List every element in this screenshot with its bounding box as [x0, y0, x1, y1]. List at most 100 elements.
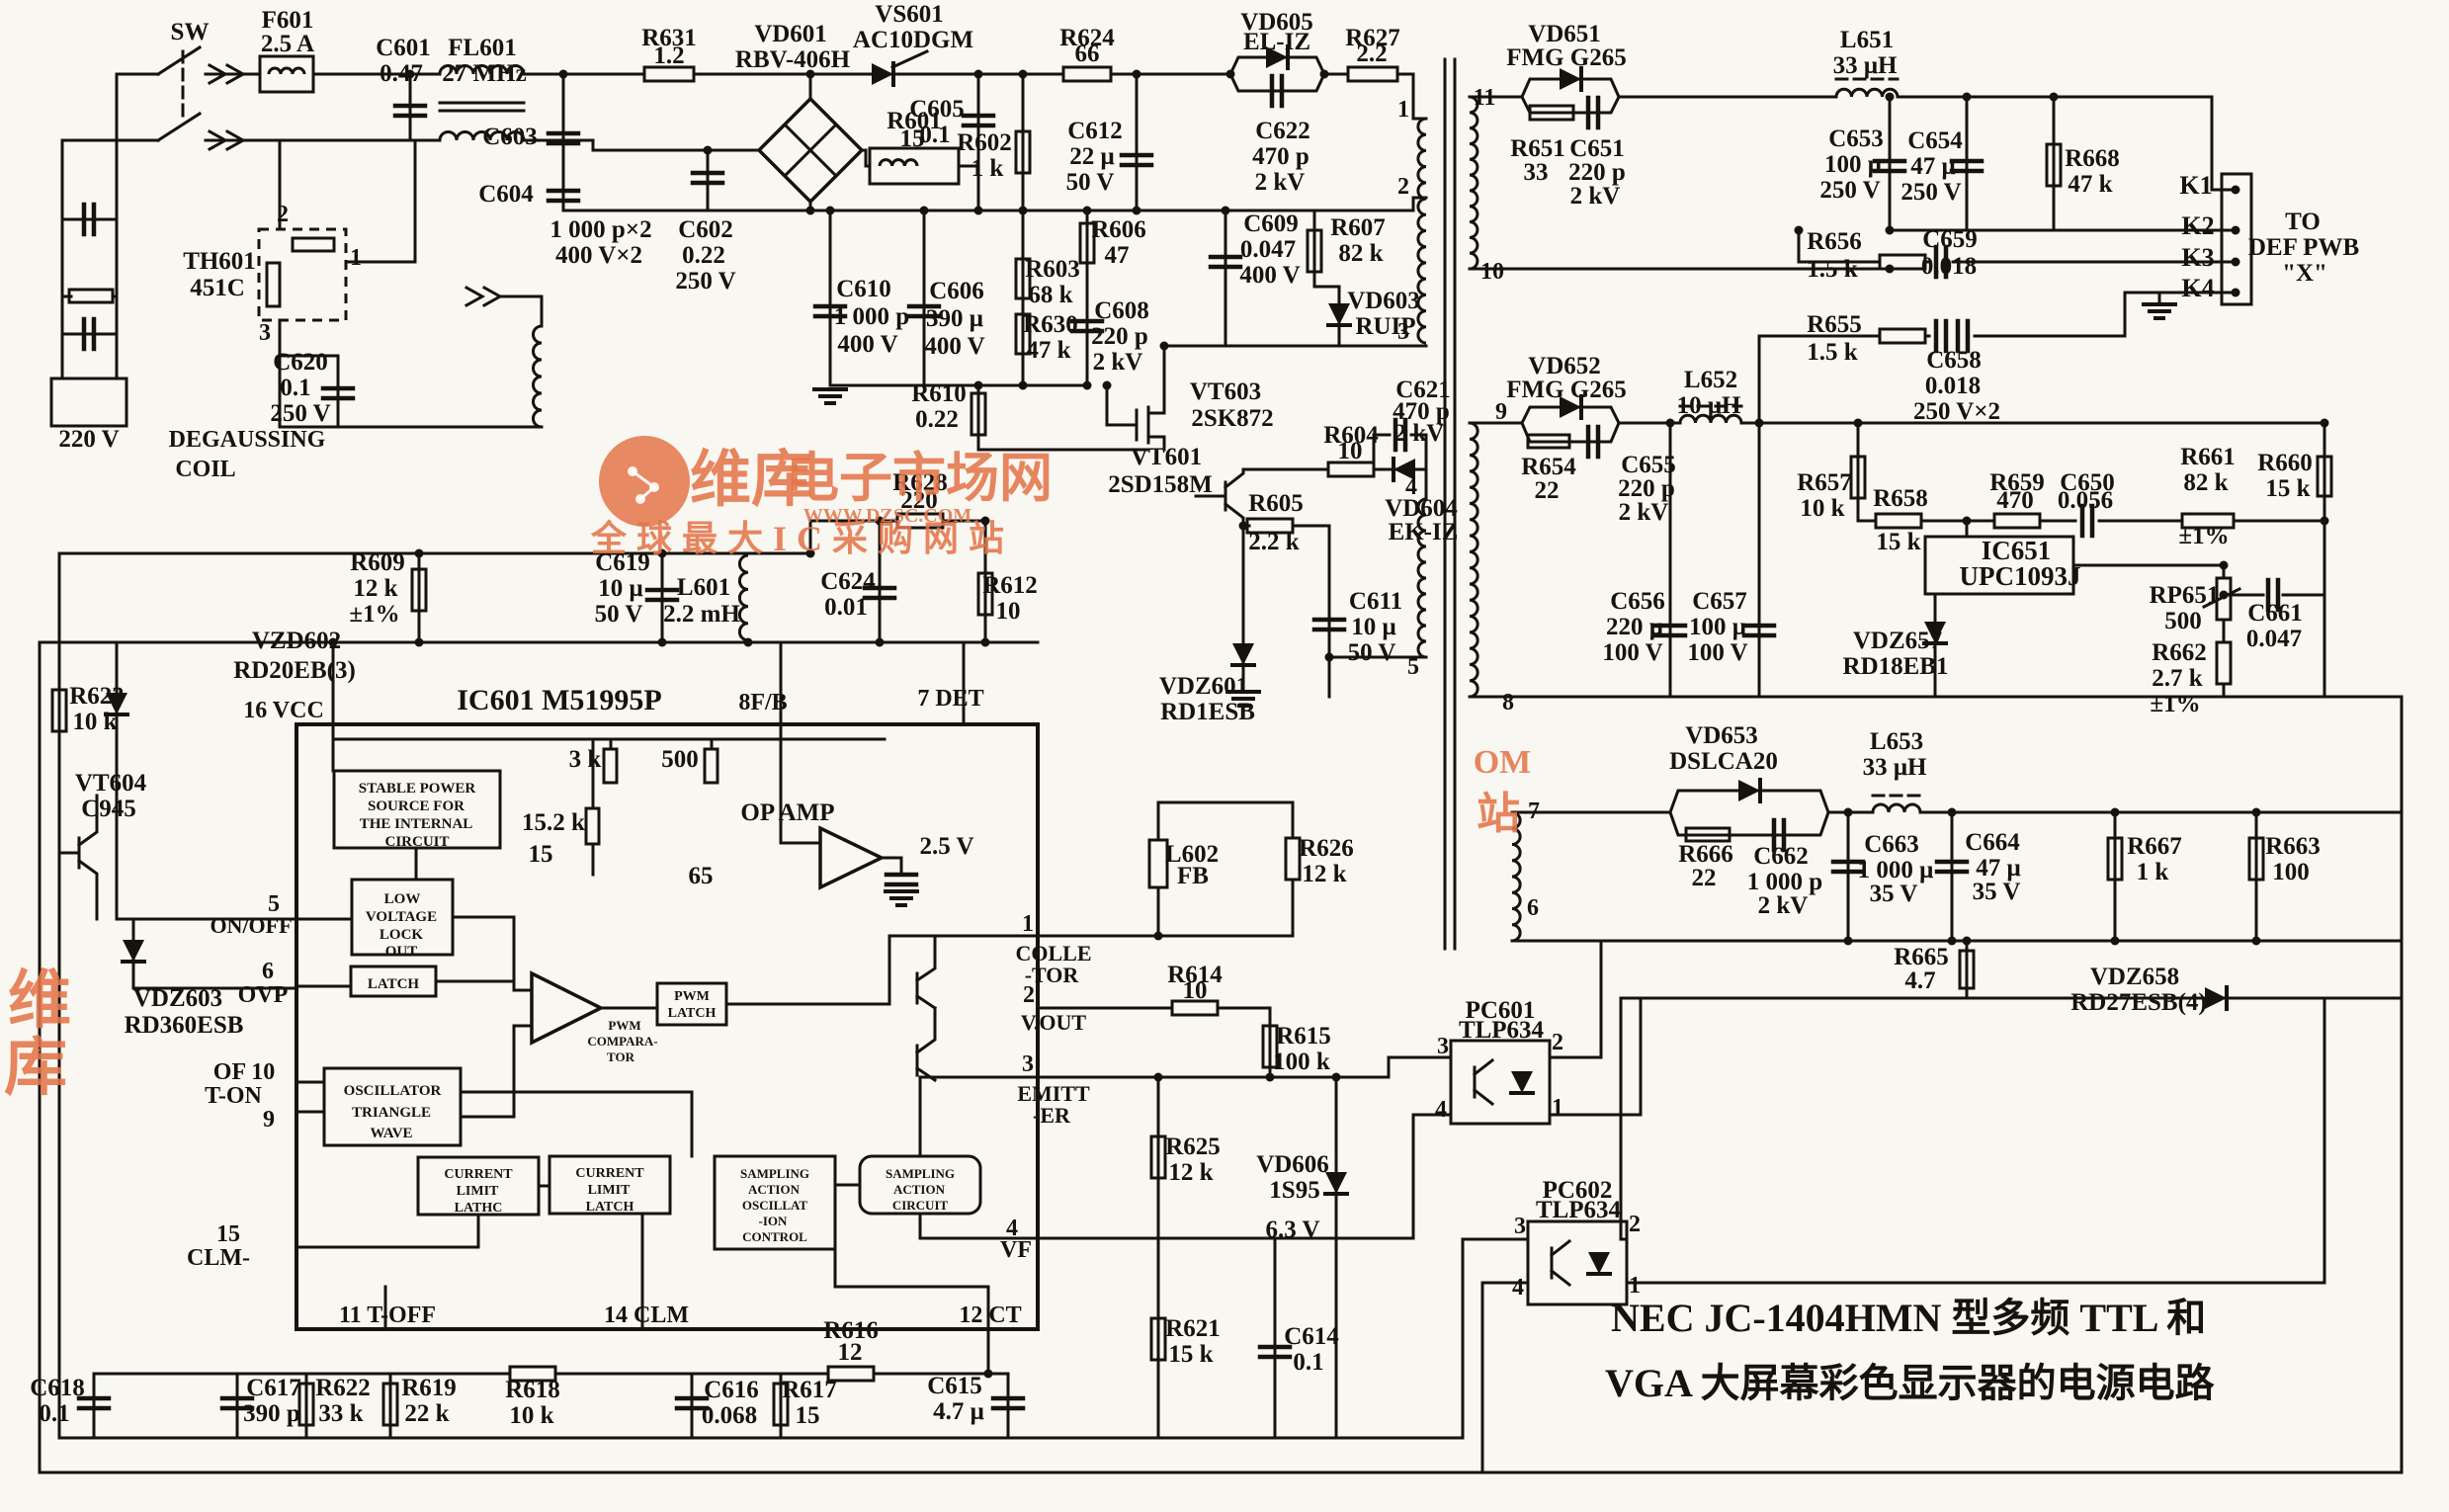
component-label: L602: [1165, 841, 1219, 868]
component-label: 15 k: [1168, 1341, 1213, 1368]
wire: [914, 934, 937, 983]
component-label: FL601: [448, 35, 516, 61]
wire: [76, 794, 99, 848]
wire: [1395, 72, 1428, 121]
component-label: 2 kV: [1394, 420, 1445, 447]
component-label: "X": [2282, 260, 2327, 287]
wire: [1668, 810, 1830, 837]
junction-dot: [1159, 341, 1169, 351]
component-label: 22 μ: [1069, 143, 1114, 170]
component-box: [1992, 512, 2042, 530]
component-label: C945: [81, 796, 136, 822]
component-label: THE INTERNAL: [360, 816, 473, 832]
component-label: K2: [2181, 211, 2214, 240]
junction-dot: [805, 548, 815, 558]
component-label: 0.056: [2058, 487, 2113, 514]
junction-dot: [703, 145, 713, 155]
component-label: CURRENT: [575, 1166, 644, 1181]
diode-icon: [1511, 1071, 1533, 1093]
component-box: [1078, 221, 1096, 265]
junction-dot: [1754, 418, 1764, 428]
component-box: [895, 512, 945, 530]
component-label: LATHC: [455, 1201, 503, 1216]
junction-dot: [980, 516, 990, 526]
watermark-text: 全球最大IC采购网站: [590, 518, 1014, 558]
component-label: TH601: [183, 248, 256, 275]
component-label: ACTION: [893, 1182, 946, 1197]
wire: [1105, 383, 1139, 427]
component-label: 4: [1512, 1275, 1524, 1301]
component-label: 10 μH: [1677, 392, 1741, 419]
component-box: [1149, 1316, 1167, 1362]
wire: [459, 1090, 694, 1158]
wire: [1146, 344, 1166, 415]
diode-icon: [106, 693, 127, 714]
component-box: [297, 1382, 315, 1427]
component-label: C603: [482, 124, 538, 150]
component-label: 10 k: [509, 1402, 553, 1429]
component-label: EMITT: [1017, 1081, 1090, 1106]
junction-dot: [657, 548, 667, 558]
diode-icon: [1924, 622, 1946, 643]
component-box: [349, 965, 438, 998]
component-label: 0.068: [702, 1402, 757, 1429]
component-box: [1526, 433, 1571, 450]
component-label: SAMPLING: [886, 1166, 955, 1181]
component-label: 33 μH: [1833, 52, 1898, 79]
component-box: [416, 1155, 541, 1217]
component-label: 250 V: [675, 268, 735, 294]
component-label: C605: [909, 96, 965, 123]
component-label: C611: [1349, 588, 1402, 615]
component-label: C610: [836, 276, 891, 302]
symbol-outline: [756, 96, 865, 205]
component-box: [1306, 228, 1323, 274]
component-label: STABLE POWER: [359, 781, 476, 797]
component-label: 22 k: [404, 1400, 449, 1427]
component-label: FB: [1177, 863, 1209, 889]
component-label: 50 V: [1348, 639, 1396, 666]
junction-dot: [2110, 936, 2120, 946]
component-label: 2.2: [1356, 41, 1387, 67]
junction-dot: [1947, 936, 1957, 946]
component-label: FMG G265: [1506, 44, 1627, 71]
component-label: 3: [259, 320, 271, 346]
component-box: [265, 261, 282, 308]
component-label: R656: [1807, 228, 1862, 255]
component-label: 1: [350, 245, 362, 271]
wire: [497, 294, 544, 328]
component-label: 100 μ: [1824, 151, 1882, 178]
component-label: PWM: [608, 1018, 640, 1033]
component-label: C661: [2247, 600, 2303, 627]
symbol-outline: [818, 825, 887, 890]
component-label: 250 V: [1900, 179, 1961, 206]
component-label: LATCH: [368, 976, 420, 992]
component-label: 22: [1692, 865, 1717, 891]
component-label: 1 000 μ: [1858, 857, 1934, 883]
junction-dot: [1962, 516, 1972, 526]
junction-dot: [983, 1369, 993, 1379]
wire: [833, 1247, 990, 1331]
component-label: R655: [1807, 311, 1862, 338]
component-label: 15: [900, 126, 925, 152]
wire: [890, 49, 929, 69]
component-label: VOLTAGE: [366, 909, 437, 925]
junction-dot: [1885, 92, 1895, 102]
component-label: 12 k: [353, 575, 397, 602]
component-label: RD20EB(3): [233, 657, 356, 684]
junction-dot: [1102, 380, 1112, 390]
component-label: 250 V: [1819, 177, 1880, 204]
component-label: 50 V: [1066, 169, 1115, 196]
junction-dot: [1132, 206, 1141, 215]
component-label: VT604: [75, 770, 147, 797]
diode-icon: [2205, 987, 2227, 1009]
component-label: 2 kV: [1255, 169, 1306, 196]
component-label: R623: [69, 683, 125, 710]
component-label: RD27ESB(4): [2070, 989, 2207, 1016]
wire: [914, 993, 938, 1011]
component-box: [322, 1066, 463, 1147]
component-label: TLP634: [1459, 1017, 1545, 1044]
junction-dot: [1132, 69, 1141, 79]
component-label: SOURCE FOR: [368, 798, 464, 814]
component-label: C602: [678, 216, 733, 243]
watermark-text: 维库: [690, 446, 812, 514]
